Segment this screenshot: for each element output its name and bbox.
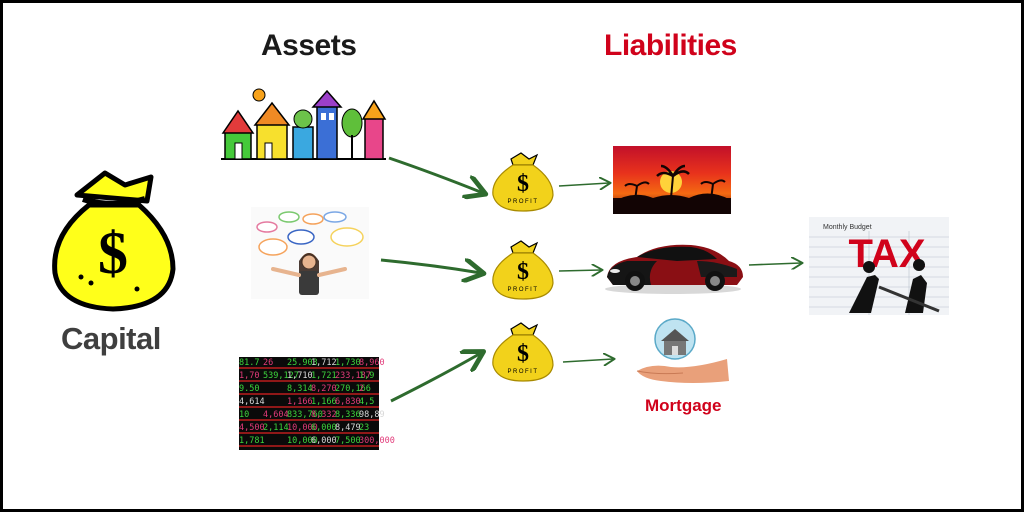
- stock-market-asset-image: 81.72625.9031,7121,7308,9601,70539,1271,…: [239, 357, 395, 450]
- capital-money-bag-icon: $: [52, 170, 176, 312]
- tax-liability-image: Monthly Budget TAX: [809, 217, 949, 315]
- tax-sheet-heading: Monthly Budget: [823, 224, 872, 231]
- capital-label: Capital: [61, 321, 161, 356]
- arrow-stocks-to-profit: [390, 353, 481, 403]
- profit-word: PROFIT: [508, 369, 539, 375]
- asset-to-profit-arrows: [380, 156, 1027, 403]
- sports-car-liability-image: [605, 244, 743, 294]
- capital-dollar-sign: $: [98, 220, 128, 286]
- mortgage-label: Mortgage: [645, 396, 722, 415]
- arrow-car-to-tax: [748, 263, 801, 265]
- profit-dollar-sign: $: [517, 171, 529, 197]
- profit-bag-icon: $ PROFIT: [492, 322, 554, 382]
- liabilities-heading: Liabilities: [604, 29, 737, 62]
- arrow-person-to-profit: [380, 260, 481, 273]
- arrow-profit-to-sunset: [558, 183, 609, 186]
- thinking-person-asset-image: [251, 207, 369, 299]
- arrow-houses-to-profit: [388, 156, 483, 193]
- houses-asset-image: [221, 88, 387, 160]
- vacation-sunset-liability-image: [613, 146, 731, 214]
- arrow-profit-to-car: [558, 270, 601, 271]
- arrow-profit-to-mortgage: [562, 359, 613, 362]
- tax-word: TAX: [848, 232, 925, 276]
- mortgage-house-in-hand-image: [636, 318, 729, 383]
- assets-heading: Assets: [261, 29, 357, 62]
- profit-bag-icon: $ PROFIT: [492, 152, 554, 212]
- profit-word: PROFIT: [508, 287, 539, 293]
- profit-bag-icon: $ PROFIT: [492, 240, 554, 300]
- profit-word: PROFIT: [508, 199, 539, 205]
- profit-dollar-sign: $: [517, 341, 529, 367]
- profit-dollar-sign: $: [517, 259, 529, 285]
